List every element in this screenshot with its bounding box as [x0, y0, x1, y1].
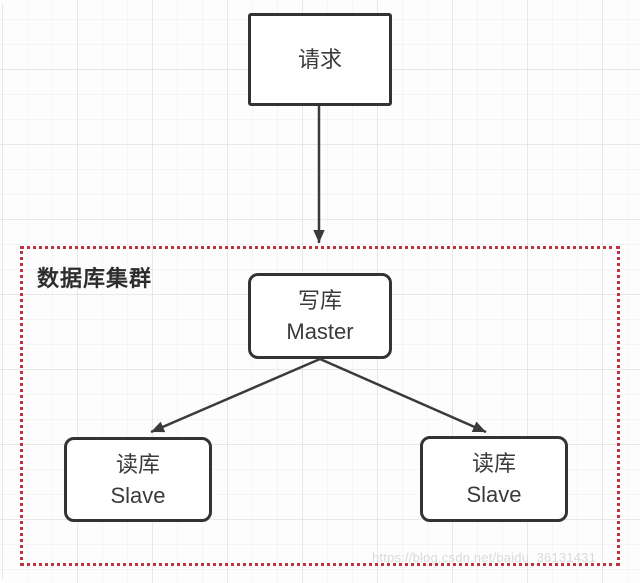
- request-label: 请求: [297, 47, 342, 72]
- arrow-master-to-slave-right: [319, 357, 487, 434]
- watermark-text: https://blog.csdn.net/baidu_36131431: [372, 550, 597, 565]
- cluster-title: 数据库集群: [37, 266, 153, 291]
- slave-right-label-en: Slave: [466, 482, 522, 507]
- master-box: 写库 Master: [248, 273, 392, 359]
- slave-right-label-cn: 读库: [471, 451, 516, 476]
- master-label-en: Master: [286, 319, 354, 344]
- slave-right-box: 读库 Slave: [420, 436, 568, 522]
- slave-left-label-en: Slave: [110, 482, 166, 508]
- master-label-cn: 写库: [297, 288, 342, 313]
- request-box: 请求: [248, 13, 392, 106]
- slave-left-box: 读库 Slave: [64, 437, 212, 522]
- arrow-master-to-slave-left: [150, 357, 321, 434]
- slave-left-label-cn: 读库: [115, 451, 160, 477]
